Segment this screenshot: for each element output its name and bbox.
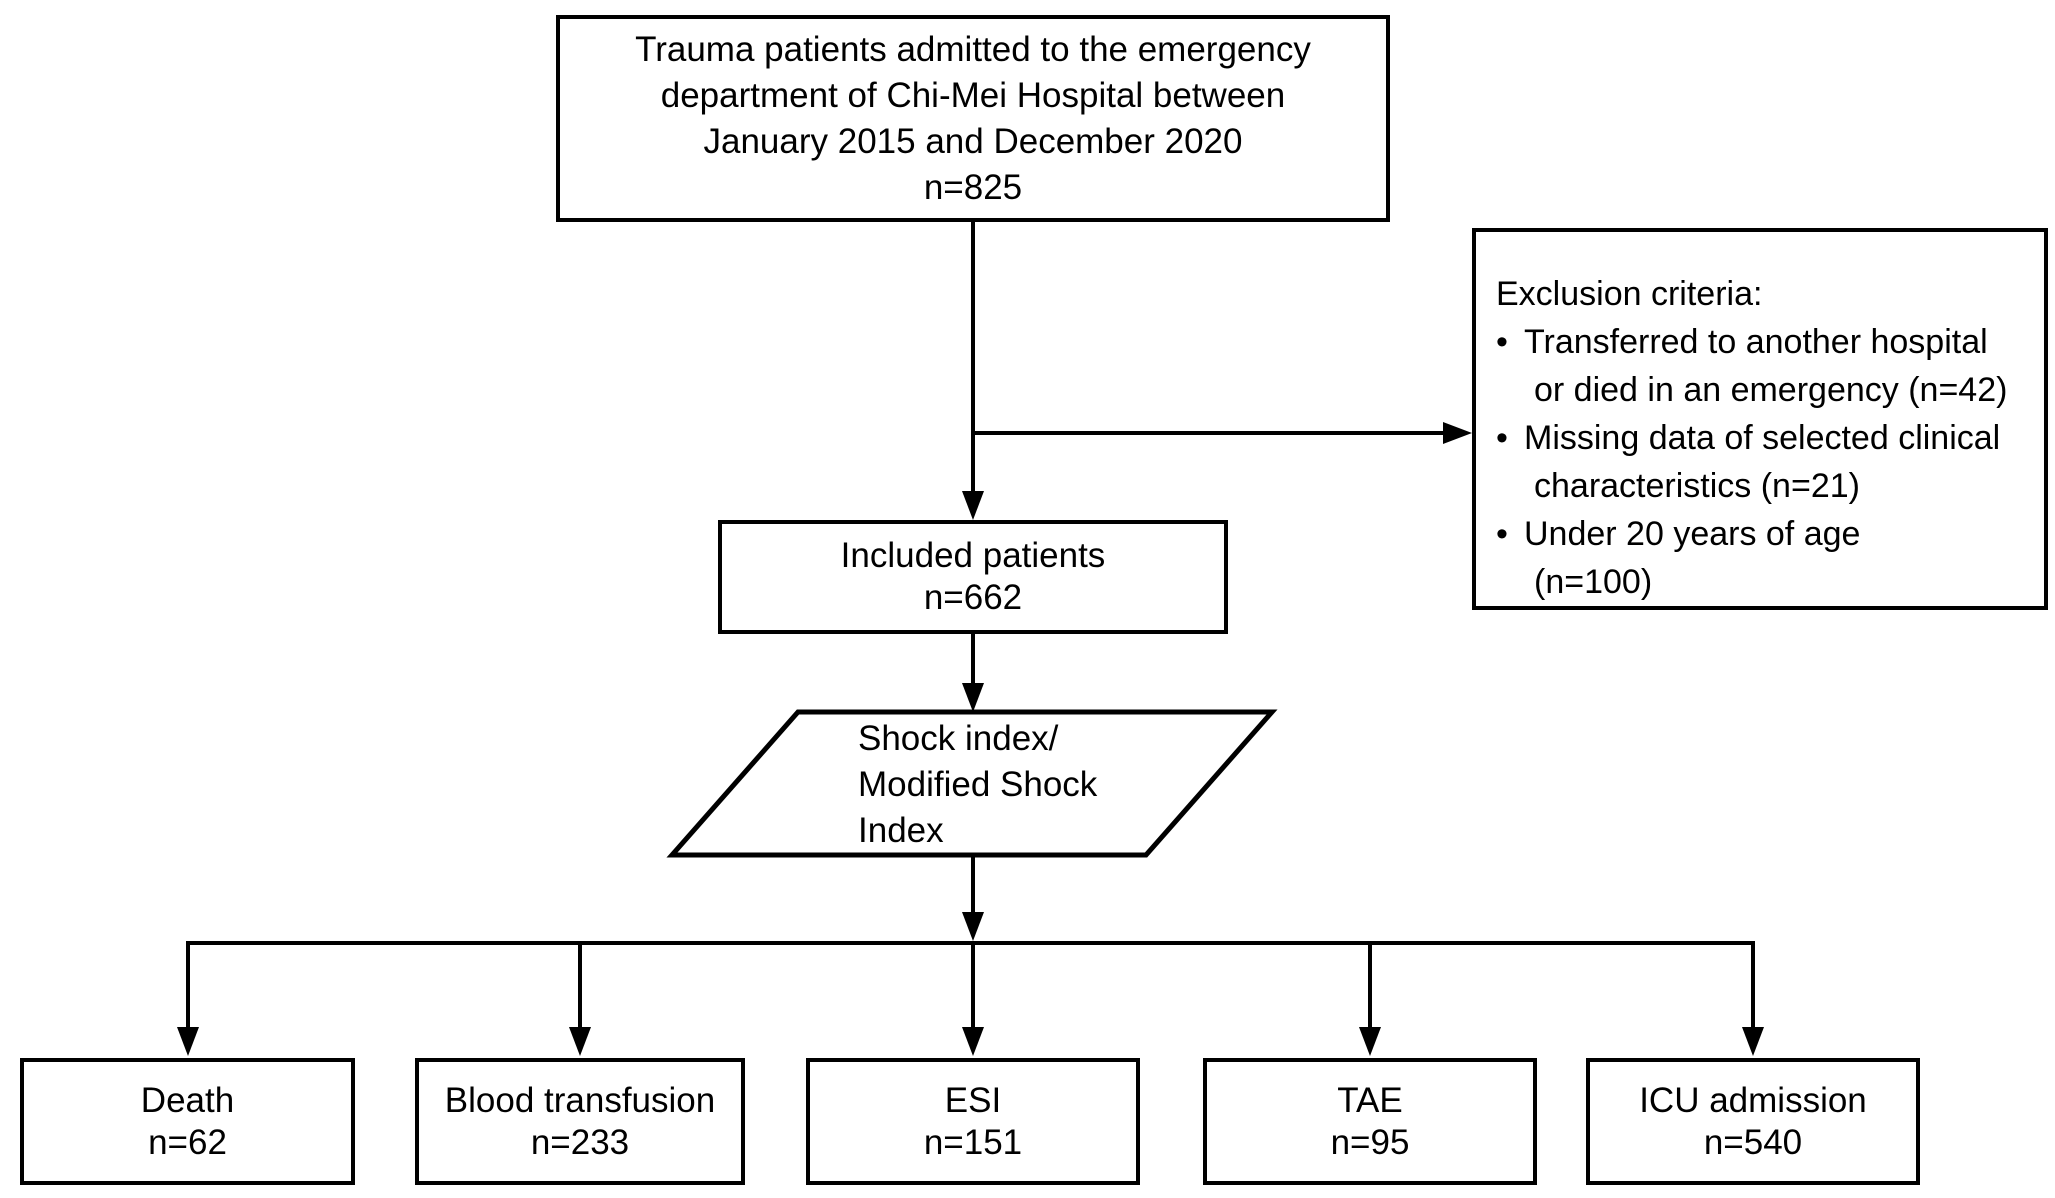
- shock-line-2: Modified Shock: [858, 765, 1098, 804]
- box-outcome-icu-admission: ICU admission n=540: [1586, 1058, 1920, 1185]
- included-label: Included patients: [840, 536, 1106, 575]
- shock-line-1: Shock index/: [858, 719, 1059, 758]
- exclusion-item-2-line-1: Missing data of selected clinical: [1524, 419, 2001, 457]
- outcome-label: ESI: [944, 1080, 1002, 1120]
- box-outcome-death: Death n=62: [20, 1058, 355, 1185]
- arrowhead-included: [962, 491, 984, 520]
- admitted-line-1: Trauma patients admitted to the emergenc…: [635, 29, 1311, 69]
- outcome-label: TAE: [1337, 1080, 1403, 1120]
- bullet-icon: •: [1496, 419, 1508, 457]
- box-outcome-blood-transfusion: Blood transfusion n=233: [415, 1058, 745, 1185]
- outcome-count: n=233: [530, 1122, 630, 1162]
- outcome-count: n=540: [1703, 1122, 1803, 1162]
- arrowhead-exclusion: [1443, 422, 1472, 444]
- outcome-label: Death: [140, 1080, 235, 1120]
- bullet-icon: •: [1496, 515, 1508, 553]
- shock-parallelogram-shape: [666, 709, 1278, 858]
- exclusion-item-2: • Missing data of selected clinical: [1496, 414, 2034, 462]
- arrowhead-tae: [1359, 1027, 1381, 1056]
- outcome-count: n=95: [1330, 1122, 1410, 1162]
- arrowhead-blood: [569, 1027, 591, 1056]
- admitted-line-3: January 2015 and December 2020: [703, 121, 1243, 161]
- exclusion-item-1-line-2: or died in an emergency (n=42): [1534, 371, 2008, 409]
- arrowhead-rail: [962, 912, 984, 941]
- admitted-line-2: department of Chi-Mei Hospital between: [660, 75, 1286, 115]
- exclusion-title: Exclusion criteria:: [1496, 275, 1763, 313]
- shock-line-3: Index: [858, 811, 944, 850]
- arrowhead-esi: [962, 1027, 984, 1056]
- exclusion-item-3-line-1: Under 20 years of age: [1524, 515, 1861, 553]
- exclusion-item-3-line-2: (n=100): [1534, 563, 1653, 601]
- arrowhead-death: [177, 1027, 199, 1056]
- box-outcome-tae: TAE n=95: [1203, 1058, 1537, 1185]
- exclusion-item-1-line-1: Transferred to another hospital: [1524, 323, 1988, 361]
- shock-index-step-label: Shock index/ Modified Shock Index: [858, 716, 1238, 854]
- exclusion-item-1: • Transferred to another hospital: [1496, 318, 2034, 366]
- arrowhead-icu: [1742, 1027, 1764, 1056]
- box-exclusion-criteria: Exclusion criteria: • Transferred to ano…: [1472, 228, 2048, 610]
- outcome-label: Blood transfusion: [444, 1080, 716, 1120]
- outcome-count: n=151: [923, 1122, 1023, 1162]
- box-outcome-esi: ESI n=151: [806, 1058, 1140, 1185]
- arrowhead-shock: [962, 683, 984, 712]
- box-admitted-patients: Trauma patients admitted to the emergenc…: [556, 15, 1390, 222]
- box-included-patients: Included patients n=662: [718, 520, 1228, 634]
- outcome-label: ICU admission: [1639, 1080, 1867, 1120]
- included-count: n=662: [923, 578, 1023, 617]
- bullet-icon: •: [1496, 323, 1508, 361]
- exclusion-item-2-line-2: characteristics (n=21): [1534, 467, 1860, 505]
- outcome-count: n=62: [148, 1122, 227, 1162]
- admitted-count: n=825: [923, 167, 1023, 207]
- exclusion-item-3: • Under 20 years of age: [1496, 510, 2034, 558]
